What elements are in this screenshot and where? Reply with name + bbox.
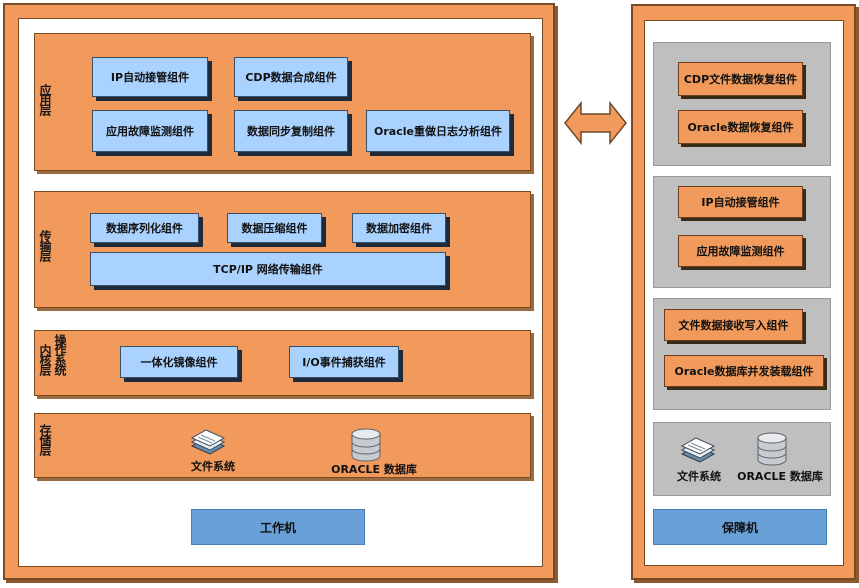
oracle-db-caption: ORACLE 数据库 bbox=[331, 463, 417, 476]
file-system-icon bbox=[190, 429, 226, 455]
work-machine-label: 工作机 bbox=[191, 509, 365, 545]
compression-component: 数据压缩组件 bbox=[227, 213, 322, 243]
oracle-redo-log-component: Oracle重做日志分析组件 bbox=[366, 110, 510, 152]
backup-storage-group bbox=[653, 422, 831, 496]
file-receive-write-component: 文件数据接收写入组件 bbox=[664, 309, 803, 341]
storage-layer bbox=[34, 413, 531, 478]
backup-oracle-db-caption: ORACLE 数据库 bbox=[737, 470, 823, 483]
backup-app-fault-monitor-component: 应用故障监测组件 bbox=[678, 235, 803, 267]
backup-machine-label: 保障机 bbox=[653, 509, 827, 545]
cdp-merge-component: CDP数据合成组件 bbox=[234, 57, 348, 97]
cdp-file-recovery-component: CDP文件数据恢复组件 bbox=[678, 62, 803, 96]
backup-file-system-icon bbox=[680, 437, 716, 463]
tcpip-transport-component: TCP/IP 网络传输组件 bbox=[90, 252, 446, 286]
data-sync-replication-component: 数据同步复制组件 bbox=[234, 110, 348, 152]
transport-layer-label: 传输层 bbox=[38, 230, 52, 260]
integrated-mirror-component: 一体化镜像组件 bbox=[120, 346, 238, 378]
encryption-component: 数据加密组件 bbox=[352, 213, 446, 243]
app-fault-monitor-component: 应用故障监测组件 bbox=[92, 110, 208, 152]
backup-ip-takeover-component: IP自动接管组件 bbox=[678, 186, 803, 218]
os-sublabel: 操作系统 bbox=[53, 334, 67, 374]
serialization-component: 数据序列化组件 bbox=[90, 213, 199, 243]
recovery-group bbox=[653, 42, 831, 166]
double-arrow-icon bbox=[564, 100, 627, 146]
oracle-recovery-component: Oracle数据恢复组件 bbox=[678, 110, 803, 144]
io-event-capture-component: I/O事件捕获组件 bbox=[289, 346, 399, 378]
backup-file-system-caption: 文件系统 bbox=[677, 470, 721, 483]
oracle-concurrent-load-component: Oracle数据库并发装载组件 bbox=[664, 355, 824, 387]
kernel-layer-label: 内核层 bbox=[38, 344, 52, 374]
transport-layer bbox=[34, 191, 531, 308]
database-icon bbox=[351, 428, 381, 462]
backup-database-icon bbox=[757, 432, 787, 466]
ip-takeover-component: IP自动接管组件 bbox=[92, 57, 208, 97]
storage-layer-label: 存储层 bbox=[38, 424, 52, 454]
file-system-caption: 文件系统 bbox=[191, 460, 235, 473]
kernel-layer bbox=[34, 330, 531, 396]
application-layer-label: 应用层 bbox=[38, 84, 52, 114]
